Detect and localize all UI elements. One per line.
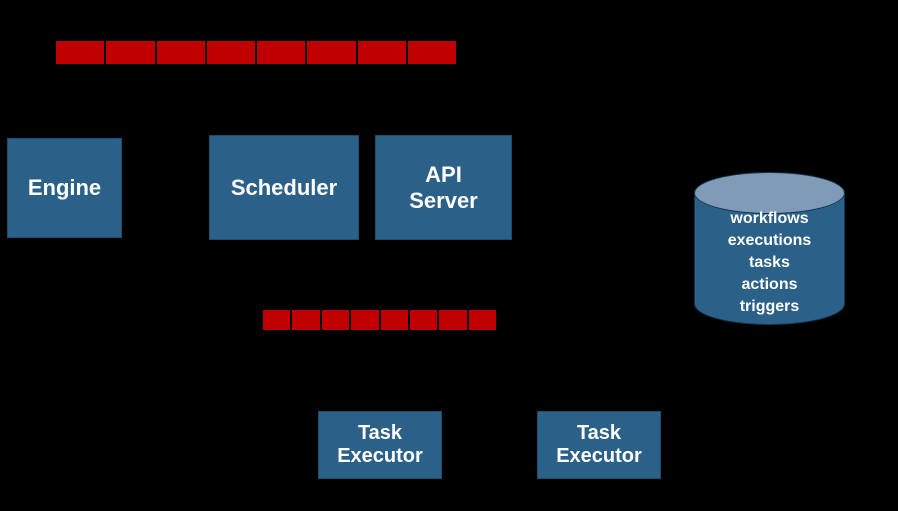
redacted-segment xyxy=(408,41,456,64)
redacted-segment xyxy=(358,41,406,64)
component-label-task-executor-2: Task Executor xyxy=(556,422,642,468)
redacted-segment xyxy=(292,310,319,330)
component-box-engine[interactable]: Engine xyxy=(7,138,122,238)
redacted-segment xyxy=(439,310,466,330)
redacted-segment xyxy=(263,310,290,330)
middle-redacted-label xyxy=(263,310,496,330)
component-box-task-executor-1[interactable]: Task Executor xyxy=(318,411,442,479)
redacted-segment xyxy=(322,310,349,330)
component-box-scheduler[interactable]: Scheduler xyxy=(209,135,359,240)
redacted-segment xyxy=(381,310,408,330)
redacted-segment xyxy=(157,41,205,64)
database-cylinder[interactable]: workflows executions tasks actions trigg… xyxy=(694,172,845,325)
redacted-segment xyxy=(410,310,437,330)
database-entity-list: workflows executions tasks actions trigg… xyxy=(694,208,845,318)
redacted-segment xyxy=(307,41,355,64)
component-box-api-server[interactable]: API Server xyxy=(375,135,512,240)
component-label-engine: Engine xyxy=(28,175,101,200)
redacted-segment xyxy=(56,41,104,64)
component-label-api-server: API Server xyxy=(409,162,478,213)
redacted-segment xyxy=(106,41,154,64)
redacted-segment xyxy=(207,41,255,64)
redacted-segment xyxy=(351,310,378,330)
component-box-task-executor-2[interactable]: Task Executor xyxy=(537,411,661,479)
redacted-segment xyxy=(257,41,305,64)
redacted-segment xyxy=(469,310,496,330)
component-label-scheduler: Scheduler xyxy=(231,175,337,200)
component-label-task-executor-1: Task Executor xyxy=(337,422,423,468)
top-redacted-label xyxy=(56,41,456,64)
